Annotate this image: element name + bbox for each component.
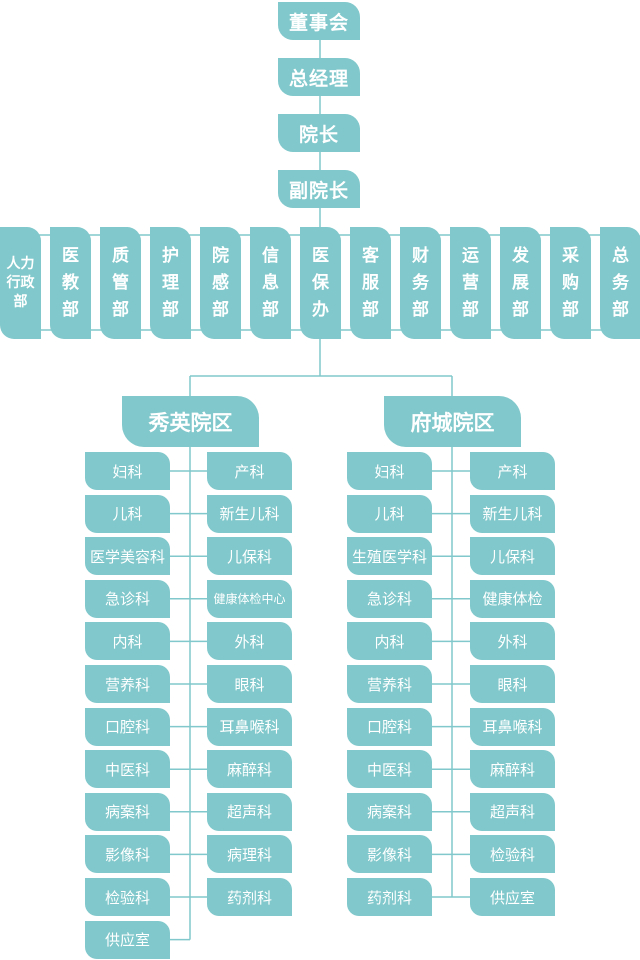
campus-xiuying: 秀英院区 xyxy=(122,396,259,447)
campus-1-right-dept-10: 供应室 xyxy=(470,878,555,916)
campus-0-right-dept-7: 麻醉科 xyxy=(207,750,292,789)
campus-1-right-dept-0: 产科 xyxy=(470,452,555,490)
department-10: 发展部 xyxy=(500,227,541,339)
campus-0-right-dept-10: 药剂科 xyxy=(207,878,292,916)
campus-1-left-dept-3: 急诊科 xyxy=(347,579,432,618)
campus-fucheng: 府城院区 xyxy=(384,396,521,447)
campus-0-right-dept-1: 新生儿科 xyxy=(207,494,292,533)
campus-1-left-dept-7: 中医科 xyxy=(347,750,432,789)
campus-1-left-dept-10: 药剂科 xyxy=(347,878,432,916)
campus-1-right-dept-1: 新生儿科 xyxy=(470,494,555,533)
campus-1-right-dept-8: 超声科 xyxy=(470,792,555,831)
campus-1-right-dept-6: 耳鼻喉科 xyxy=(470,707,555,746)
campus-0-left-dept-10: 检验科 xyxy=(85,878,170,916)
department-11: 采购部 xyxy=(550,227,591,339)
campus-1-left-dept-2: 生殖医学科 xyxy=(347,537,432,576)
campus-1-left-dept-5: 营养科 xyxy=(347,665,432,703)
department-12: 总务部 xyxy=(600,227,640,339)
campus-1-right-dept-5: 眼科 xyxy=(470,665,555,703)
department-3: 护理部 xyxy=(150,227,191,339)
campus-1-right-dept-3: 健康体检 xyxy=(470,579,555,618)
hospital-director: 院长 xyxy=(278,114,360,152)
department-9: 运营部 xyxy=(450,227,491,339)
deputy-director: 副院长 xyxy=(278,170,360,208)
campus-0-right-dept-4: 外科 xyxy=(207,622,292,661)
campus-1-right-dept-4: 外科 xyxy=(470,622,555,661)
campus-1-left-dept-6: 口腔科 xyxy=(347,707,432,746)
department-4: 院感部 xyxy=(200,227,241,339)
campus-1-left-dept-0: 妇科 xyxy=(347,452,432,490)
campus-0-left-dept-3: 急诊科 xyxy=(85,579,170,618)
campus-0-right-dept-6: 耳鼻喉科 xyxy=(207,707,292,746)
department-1: 医教部 xyxy=(50,227,91,339)
campus-0-right-dept-8: 超声科 xyxy=(207,792,292,831)
campus-0-right-dept-3: 健康体检中心 xyxy=(207,579,292,618)
campus-0-left-dept-2: 医学美容科 xyxy=(85,537,170,576)
campus-1-left-dept-9: 影像科 xyxy=(347,835,432,874)
campus-0-right-dept-9: 病理科 xyxy=(207,835,292,874)
campus-0-left-dept-5: 营养科 xyxy=(85,665,170,703)
campus-0-left-dept-4: 内科 xyxy=(85,622,170,661)
campus-0-left-dept-9: 影像科 xyxy=(85,835,170,874)
department-6: 医保办 xyxy=(300,227,341,339)
campus-1-left-dept-8: 病案科 xyxy=(347,792,432,831)
campus-0-left-dept-8: 病案科 xyxy=(85,792,170,831)
campus-0-left-dept-7: 中医科 xyxy=(85,750,170,789)
campus-0-right-dept-2: 儿保科 xyxy=(207,537,292,576)
campus-1-left-dept-4: 内科 xyxy=(347,622,432,661)
campus-1-right-dept-9: 检验科 xyxy=(470,835,555,874)
department-2: 质管部 xyxy=(100,227,141,339)
department-5: 信息部 xyxy=(250,227,291,339)
department-8: 财务部 xyxy=(400,227,441,339)
department-7: 客服部 xyxy=(350,227,391,339)
campus-1-right-dept-7: 麻醉科 xyxy=(470,750,555,789)
campus-0-left-dept-0: 妇科 xyxy=(85,452,170,490)
campus-0-left-dept-1: 儿科 xyxy=(85,494,170,533)
general-manager: 总经理 xyxy=(278,58,360,96)
board-of-directors: 董事会 xyxy=(278,2,360,40)
campus-1-right-dept-2: 儿保科 xyxy=(470,537,555,576)
department-0: 人力行政部 xyxy=(0,227,41,339)
campus-0-right-dept-0: 产科 xyxy=(207,452,292,490)
campus-0-left-dept-6: 口腔科 xyxy=(85,707,170,746)
campus-0-right-dept-5: 眼科 xyxy=(207,665,292,703)
campus-1-left-dept-1: 儿科 xyxy=(347,494,432,533)
campus-0-left-dept-11: 供应室 xyxy=(85,920,170,959)
